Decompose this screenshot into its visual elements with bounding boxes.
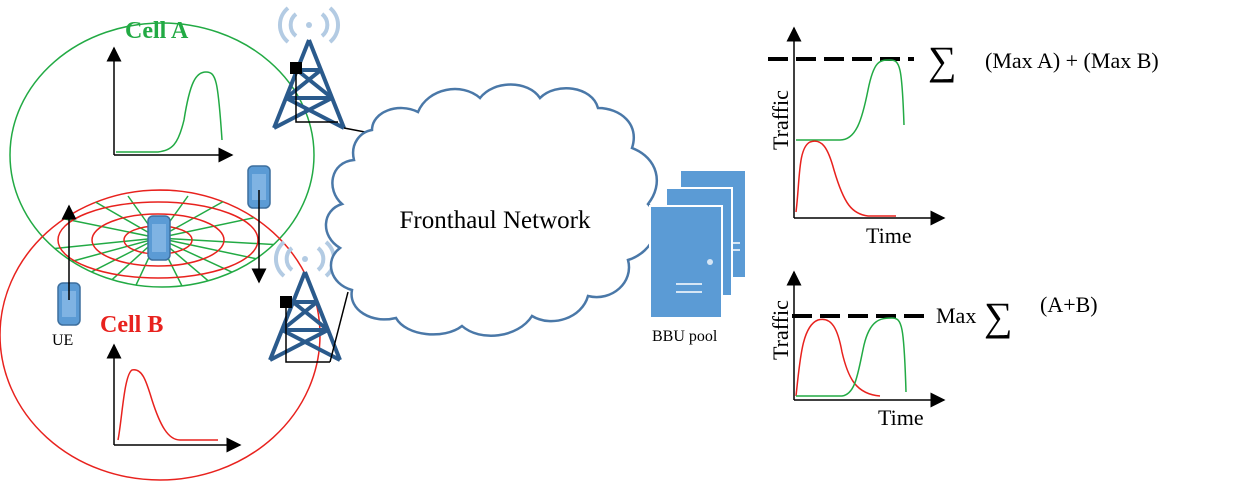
- separate-xlabel: Time: [866, 223, 912, 248]
- tower-a: [272, 6, 346, 130]
- ue-phone-2: [147, 215, 171, 261]
- traffic-plot-aggregate: Traffic Time Max ∑ (A+B): [768, 270, 1098, 430]
- ue-phone-3: [57, 282, 81, 326]
- cell-a: Cell A: [9, 18, 315, 288]
- separate-sum-symbol: ∑: [928, 38, 957, 83]
- cell-a-boundary: [9, 22, 315, 288]
- ue-label: UE: [52, 332, 73, 349]
- bbu-pool-label: BBU pool: [652, 328, 718, 345]
- cell-b-traffic-curve: [117, 369, 218, 441]
- aggregate-red-curve: [795, 318, 881, 397]
- aggregate-ylabel: Traffic: [768, 300, 793, 360]
- aggregate-sum-symbol: ∑: [984, 294, 1013, 339]
- ue-phone-1: [247, 165, 271, 209]
- aggregate-annotation: (A+B): [1040, 292, 1098, 317]
- cell-b-label: Cell B: [100, 312, 163, 338]
- fronthaul-network-cloud: Fronthaul Network: [324, 83, 658, 337]
- aggregate-xlabel: Time: [878, 405, 924, 430]
- fronthaul-link-b: [329, 291, 349, 363]
- separate-annotation: (Max A) + (Max B): [985, 48, 1159, 73]
- bbu-pool: BBU pool: [649, 169, 747, 345]
- tower-b: [268, 240, 342, 363]
- cell-a-traffic-plot: [106, 46, 234, 163]
- cell-b-traffic-plot: [106, 343, 242, 453]
- cell-a-traffic-curve: [116, 71, 223, 153]
- aggregate-green-curve: [796, 317, 907, 397]
- separate-red-curve: [795, 140, 896, 217]
- fronthaul-network-label: Fronthaul Network: [400, 207, 591, 234]
- separate-green-curve: [796, 59, 905, 141]
- cell-a-label: Cell A: [125, 18, 189, 44]
- traffic-plot-separate: Traffic Time ∑ (Max A) + (Max B): [768, 26, 1159, 248]
- separate-ylabel: Traffic: [768, 90, 793, 150]
- cell-b: Cell B: [0, 189, 321, 481]
- bbu-server-1: [649, 205, 723, 319]
- aggregate-max-label: Max: [936, 303, 976, 328]
